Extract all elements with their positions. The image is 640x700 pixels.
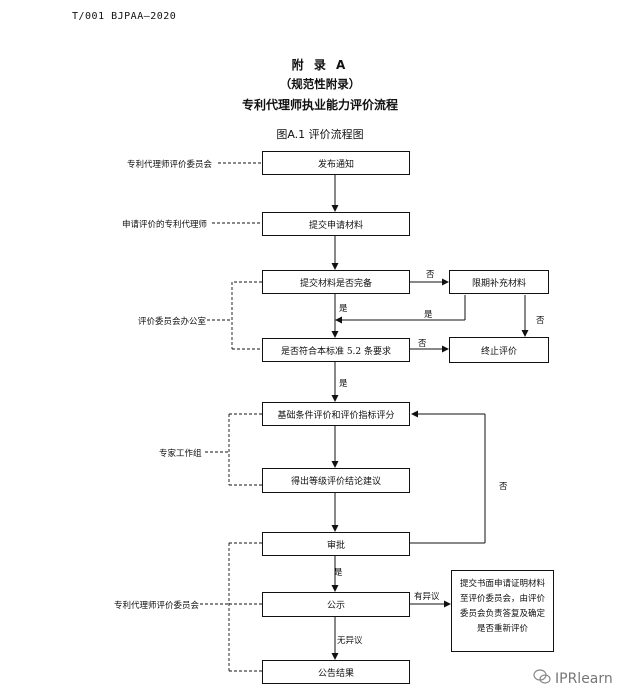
- step-level-conclusion: 得出等级评价结论建议: [262, 468, 410, 493]
- edge-label-no: 否: [426, 270, 435, 280]
- note-line: 委员会负责答复及确定: [459, 609, 545, 619]
- step-announce-result: 公告结果: [262, 660, 410, 684]
- note-line: 是否重新评价: [476, 624, 528, 634]
- note-line: 提交书面申请证明材料: [459, 579, 545, 589]
- step-public-notice: 公示: [262, 592, 410, 617]
- role-office: 评价委员会办公室: [138, 317, 207, 327]
- note-line: 至评价委员会，由评价: [459, 594, 545, 604]
- step-approval: 审批: [262, 532, 410, 556]
- role-committee-bottom: 专利代理师评价委员会: [114, 601, 200, 611]
- edge-label-objection: 有异议: [414, 592, 440, 602]
- role-committee-top: 专利代理师评价委员会: [127, 160, 213, 170]
- edge-label-no-objection: 无异议: [337, 636, 363, 646]
- step-meets-requirement-check: 是否符合本标准 5.2 条要求: [262, 338, 410, 362]
- wechat-icon: [533, 669, 551, 689]
- figure-caption: 图A.1 评价流程图: [276, 128, 364, 141]
- edge-label-no: 否: [536, 316, 545, 326]
- step-supplement-materials: 限期补充材料: [449, 270, 549, 294]
- edge-label-yes: 是: [339, 304, 348, 314]
- edge-label-no: 否: [499, 482, 508, 492]
- edge-label-yes: 是: [339, 379, 348, 389]
- step-basic-evaluation: 基础条件评价和评价指标评分: [262, 402, 410, 426]
- edge-label-yes: 是: [334, 568, 343, 578]
- edge-label-yes: 是: [424, 310, 433, 320]
- watermark: IPRlearn: [533, 669, 613, 689]
- step-publish-notice: 发布通知: [262, 151, 410, 175]
- role-expert-group: 专家工作组: [159, 449, 202, 459]
- objection-note: 提交书面申请证明材料 至评价委员会，由评价 委员会负责答复及确定 是否重新评价: [451, 570, 554, 652]
- edge-label-no: 否: [418, 339, 427, 349]
- step-terminate-evaluation: 终止评价: [449, 337, 549, 363]
- watermark-text: IPRlearn: [555, 671, 613, 687]
- step-submit-application: 提交申请材料: [262, 212, 410, 236]
- appendix-title: 附 录 A: [291, 58, 349, 72]
- step-materials-complete-check: 提交材料是否完备: [262, 270, 410, 294]
- role-applicant: 申请评价的专利代理师: [122, 220, 208, 230]
- standard-code: T/001 BJPAA—2020: [72, 11, 177, 22]
- process-title: 专利代理师执业能力评价流程: [241, 98, 398, 112]
- appendix-subtitle: （规范性附录）: [279, 77, 361, 91]
